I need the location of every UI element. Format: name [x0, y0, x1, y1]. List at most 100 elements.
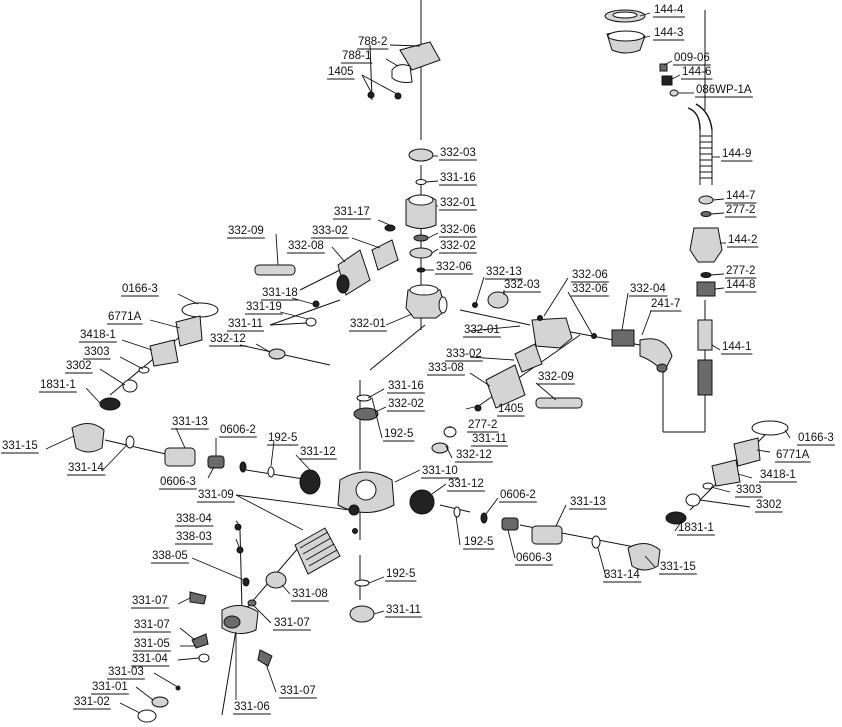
callout-0606-3-a: 0606-3 — [160, 476, 196, 488]
center-manifold-331-10 — [337, 394, 435, 534]
callout-331-13-a: 331-13 — [172, 416, 208, 428]
callout-277-2-b: 277-2 — [726, 265, 755, 277]
callout-331-07-d: 331-07 — [280, 685, 316, 697]
right-tee-332-01 — [472, 291, 597, 349]
callout-086wp-1a: 086WP-1A — [696, 84, 752, 96]
callout-332-06-c: 332-06 — [572, 269, 608, 281]
callout-331-11-c: 331-11 — [386, 604, 421, 616]
callout-332-12-b: 332-12 — [456, 449, 492, 461]
left-outlet-assembly — [71, 302, 219, 453]
callout-332-12-a: 332-12 — [210, 333, 246, 345]
callout-331-11-b: 331-11 — [472, 433, 507, 445]
callout-0606-3-b: 0606-3 — [516, 552, 552, 564]
callout-144-3: 144-3 — [654, 27, 683, 39]
callout-331-10: 331-10 — [422, 465, 458, 477]
lower-center-stack — [349, 579, 375, 623]
callout-277-2-a: 277-2 — [726, 204, 755, 216]
callout-144-4: 144-4 — [654, 4, 684, 16]
callout-331-01: 331-01 — [92, 681, 128, 693]
callout-3418-1-a: 3418-1 — [80, 329, 116, 341]
callout-labels: 144-4 144-3 009-06 144-6 086WP-1A 144-9 … — [2, 4, 834, 713]
callout-192-5-b: 192-5 — [268, 432, 297, 444]
callout-1831-1-b: 1831-1 — [678, 522, 714, 534]
callout-333-02-b: 333-02 — [446, 348, 482, 360]
callout-241-7: 241-7 — [651, 298, 680, 310]
callout-277-2-c: 277-2 — [468, 419, 497, 431]
callout-0606-2-b: 0606-2 — [500, 489, 536, 501]
callout-332-13: 332-13 — [486, 266, 522, 278]
upper-tee-332-01 — [405, 284, 448, 319]
callout-0166-3-b: 0166-3 — [798, 432, 834, 444]
callout-332-02-a: 332-02 — [440, 240, 476, 252]
callout-331-12-a: 331-12 — [300, 446, 336, 458]
callout-332-09-b: 332-09 — [538, 371, 574, 383]
callout-192-5-c: 192-5 — [464, 536, 493, 548]
callout-331-08: 331-08 — [292, 588, 328, 600]
callout-332-06-a: 332-06 — [440, 224, 476, 236]
callout-331-19: 331-19 — [246, 301, 282, 313]
callout-3302-b: 3302 — [756, 499, 782, 511]
callout-331-16-b: 331-16 — [388, 380, 424, 392]
callout-333-08: 333-08 — [428, 362, 464, 374]
callout-1405-a: 1405 — [328, 66, 354, 78]
callout-144-2: 144-2 — [728, 234, 757, 246]
callout-332-03-b: 332-03 — [504, 279, 540, 291]
callout-332-01-c: 332-01 — [464, 324, 500, 336]
callout-192-5-a: 192-5 — [384, 428, 413, 440]
callout-1831-1-a: 1831-1 — [40, 379, 76, 391]
right-valve-333-08 — [431, 343, 583, 454]
callout-underlines — [1, 16, 835, 715]
callout-338-03: 338-03 — [176, 531, 212, 543]
leader-lines — [45, 12, 791, 714]
callout-331-13-b: 331-13 — [570, 496, 606, 508]
callout-332-06-b: 332-06 — [436, 261, 472, 273]
callout-332-08: 332-08 — [288, 240, 324, 252]
left-lower-pipe — [164, 447, 321, 495]
callout-144-9: 144-9 — [722, 148, 751, 160]
callout-192-5-d: 192-5 — [386, 568, 415, 580]
callout-6771a-b: 6771A — [776, 449, 810, 461]
callout-331-07-b: 331-07 — [274, 617, 310, 629]
callout-331-15-b: 331-15 — [660, 561, 696, 573]
callout-331-05: 331-05 — [134, 638, 170, 650]
callout-3418-1-b: 3418-1 — [760, 469, 796, 481]
callout-331-03: 331-03 — [108, 666, 144, 678]
callout-788-2: 788-2 — [358, 36, 387, 48]
callout-009-06: 009-06 — [674, 52, 710, 64]
callout-788-1: 788-1 — [342, 50, 371, 62]
callout-0606-2-a: 0606-2 — [220, 424, 256, 436]
callout-331-02: 331-02 — [74, 696, 110, 708]
callout-331-17: 331-17 — [334, 206, 370, 218]
callout-331-14-a: 331-14 — [68, 462, 104, 474]
top-bracket-788 — [367, 41, 441, 100]
callout-332-03-a: 332-03 — [440, 147, 476, 159]
callout-144-7: 144-7 — [726, 190, 755, 202]
lower-left-hub-assembly — [137, 523, 341, 723]
callout-144-1: 144-1 — [722, 341, 751, 353]
callout-331-06: 331-06 — [234, 701, 270, 713]
callout-331-09: 331-09 — [198, 489, 234, 501]
callout-331-18: 331-18 — [262, 287, 298, 299]
callout-0166-3-a: 0166-3 — [122, 283, 158, 295]
callout-338-05: 338-05 — [152, 550, 188, 562]
callout-332-02-b: 332-02 — [388, 398, 424, 410]
callout-331-16-a: 331-16 — [440, 172, 476, 184]
callout-332-09-a: 332-09 — [228, 225, 264, 237]
upper-right-flange-cup — [604, 9, 679, 97]
callout-3303-a: 3303 — [84, 346, 110, 358]
center-upper-stack — [384, 148, 437, 273]
callout-333-02-a: 333-02 — [312, 225, 348, 237]
callout-331-15-a: 331-15 — [2, 440, 38, 452]
callout-338-04: 338-04 — [176, 513, 212, 525]
right-outlet-assembly — [665, 420, 789, 525]
callout-331-04: 331-04 — [132, 653, 168, 665]
callout-331-07-a: 331-07 — [132, 595, 168, 607]
callout-331-12-b: 331-12 — [448, 478, 484, 490]
callout-332-06-d: 332-06 — [572, 283, 608, 295]
callout-331-11-a: 331-11 — [228, 318, 263, 330]
callout-144-6: 144-6 — [682, 66, 711, 78]
callout-144-8: 144-8 — [726, 279, 755, 291]
callout-6771a-a: 6771A — [108, 311, 142, 323]
